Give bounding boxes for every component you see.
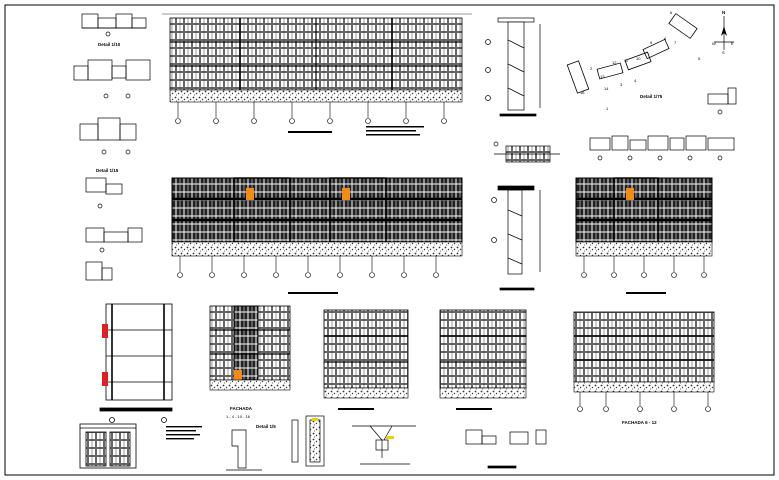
detail-title-small: Detail 1/5 bbox=[256, 424, 276, 429]
door-detail-notes bbox=[166, 426, 202, 440]
detail-top-left-1 bbox=[81, 13, 147, 37]
svg-text:S: S bbox=[722, 50, 725, 55]
key-plan-numbers: 16 14 13 12 11 10 9 8 7 6 5 4 3 2 1 bbox=[580, 10, 701, 111]
detail-left-4 bbox=[85, 177, 143, 281]
elevation-middle-axis-markers bbox=[177, 256, 439, 278]
detail-left-3 bbox=[79, 117, 137, 155]
svg-text:W: W bbox=[712, 41, 716, 46]
svg-text:16: 16 bbox=[580, 90, 585, 95]
small-detail-right bbox=[707, 87, 737, 115]
elevation-top-main bbox=[162, 13, 472, 103]
detail-title-2: Detail 1/15 bbox=[96, 168, 119, 173]
section-detail-bottom-3 bbox=[352, 425, 416, 465]
elevation-right-axis-markers bbox=[581, 256, 707, 278]
svg-text:2: 2 bbox=[590, 66, 593, 71]
svg-text:4: 4 bbox=[634, 78, 637, 83]
svg-text:13: 13 bbox=[600, 74, 605, 79]
svg-text:10: 10 bbox=[636, 56, 641, 61]
section-detail-bottom-4 bbox=[465, 429, 547, 469]
svg-text:6: 6 bbox=[670, 10, 673, 15]
elevation-bottom-2 bbox=[323, 309, 409, 410]
detail-title-1: Detail 1/10 bbox=[98, 42, 121, 47]
elevation-middle-main bbox=[171, 177, 463, 257]
svg-text:N: N bbox=[722, 10, 725, 15]
facade-title-1: FACHADA bbox=[230, 406, 253, 411]
svg-text:14: 14 bbox=[604, 86, 609, 91]
svg-text:3: 3 bbox=[620, 82, 623, 87]
svg-text:11: 11 bbox=[624, 58, 629, 63]
facade-6-12-axis-markers bbox=[577, 392, 711, 412]
facade-title-2: FACHADA 6 - 12 bbox=[622, 420, 657, 425]
red-mark-1 bbox=[102, 324, 108, 338]
svg-text:E: E bbox=[731, 41, 734, 46]
north-compass-icon: N W E S bbox=[712, 10, 734, 55]
facade-1-4-10-16 bbox=[209, 305, 291, 391]
section-middle bbox=[491, 185, 541, 291]
elevation-top-title-bars bbox=[288, 126, 424, 136]
detail-top-left-2 bbox=[73, 59, 151, 99]
section-detail-bottom-2 bbox=[291, 415, 325, 467]
elevation-bottom-3 bbox=[439, 309, 527, 410]
facade-subtitle-1: 1 - 4 - 10 - 16 bbox=[226, 414, 251, 419]
facade-6-12 bbox=[573, 311, 715, 393]
elevation-right-main bbox=[575, 177, 713, 257]
section-bottom-left bbox=[99, 303, 173, 423]
yellow-mark-1 bbox=[312, 418, 318, 421]
section-detail-top bbox=[485, 17, 541, 117]
svg-text:12: 12 bbox=[612, 60, 617, 65]
svg-text:7: 7 bbox=[674, 40, 677, 45]
sheet-border bbox=[4, 4, 775, 476]
detail-center-small bbox=[493, 141, 560, 163]
svg-text:1: 1 bbox=[606, 106, 609, 111]
svg-text:5: 5 bbox=[698, 56, 701, 61]
elevation-right-title-bar bbox=[626, 292, 666, 294]
yellow-mark-2 bbox=[386, 436, 394, 439]
site-plan-title: Detail 1/75 bbox=[640, 94, 663, 99]
red-mark-2 bbox=[102, 372, 108, 386]
section-detail-bottom-1 bbox=[226, 429, 262, 471]
elevation-top-axis-markers bbox=[175, 102, 447, 124]
svg-text:8: 8 bbox=[664, 36, 667, 41]
detail-strip-right bbox=[589, 135, 735, 161]
door-detail bbox=[79, 423, 137, 469]
key-plan bbox=[566, 13, 698, 94]
svg-text:9: 9 bbox=[650, 40, 653, 45]
elevation-middle-title-bar bbox=[288, 292, 338, 294]
